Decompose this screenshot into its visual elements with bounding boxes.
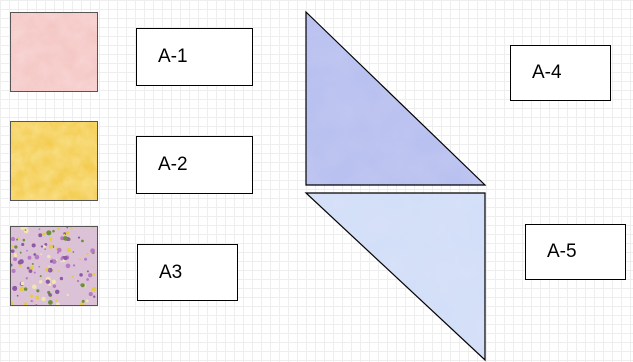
label-a1: A-1 xyxy=(136,28,253,86)
label-a2: A-2 xyxy=(136,136,253,194)
label-a5: A-5 xyxy=(525,224,626,280)
label-a4: A-4 xyxy=(510,45,611,101)
pink-fabric-swatch xyxy=(10,12,98,92)
label-a3: A3 xyxy=(137,244,238,301)
triangle-a5 xyxy=(304,192,486,362)
triangle-a4 xyxy=(305,10,487,186)
yellow-fabric-swatch xyxy=(10,121,98,201)
floral-fabric-swatch xyxy=(10,226,98,306)
